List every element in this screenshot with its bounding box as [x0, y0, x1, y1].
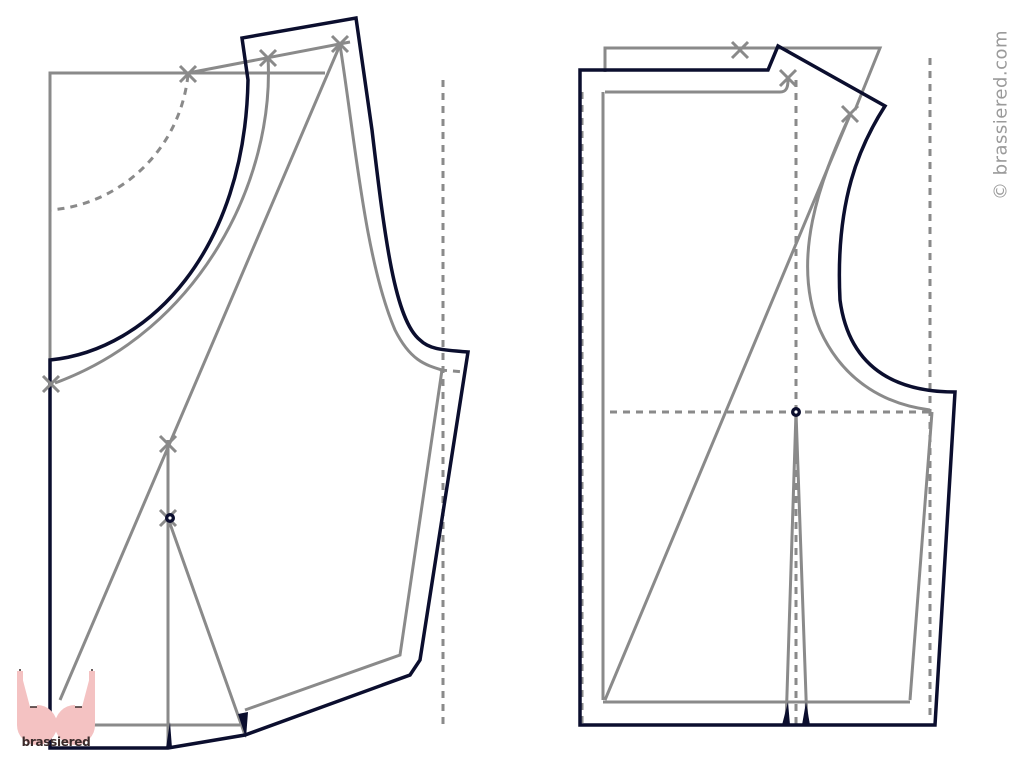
back-bodice-piece	[578, 40, 957, 727]
back-dart-fill-right	[802, 702, 810, 725]
front-dart	[166, 517, 247, 748]
x-marker	[330, 34, 350, 54]
front-draft-frame	[48, 71, 325, 360]
back-armhole-seam	[806, 114, 931, 412]
brassiered-logo	[17, 669, 95, 745]
x-marker	[178, 64, 198, 84]
x-marker	[730, 40, 750, 60]
back-dart-fill-left	[782, 702, 790, 725]
front-bodice-piece	[41, 15, 471, 750]
front-seam-line	[54, 56, 270, 385]
x-marker	[258, 48, 278, 68]
front-dart-fill-right	[238, 712, 248, 738]
x-marker	[840, 104, 860, 124]
copyright-text: © brassiered.com	[990, 29, 1012, 200]
copyright-watermark: © brassiered.com	[990, 12, 1012, 217]
back-x-markers	[730, 40, 860, 124]
front-dart-fill-left	[166, 722, 172, 748]
front-armhole-seam	[244, 44, 444, 712]
back-diagonal-guide	[603, 114, 852, 701]
front-x-markers	[41, 34, 350, 528]
logo-wordmark: brassiered	[21, 735, 91, 749]
x-marker	[158, 434, 178, 454]
x-marker	[41, 374, 61, 394]
x-marker	[778, 68, 798, 88]
front-side-dashed-short	[439, 368, 466, 374]
front-diagonal-guide	[58, 44, 342, 701]
back-outline	[578, 43, 957, 727]
front-bust-point-hole	[168, 516, 172, 520]
back-bust-point-hole	[794, 410, 798, 414]
back-inner-frame	[605, 79, 790, 94]
front-neck-dashed-curve	[49, 74, 190, 212]
front-outline	[48, 15, 471, 750]
back-side-inner	[908, 411, 934, 701]
